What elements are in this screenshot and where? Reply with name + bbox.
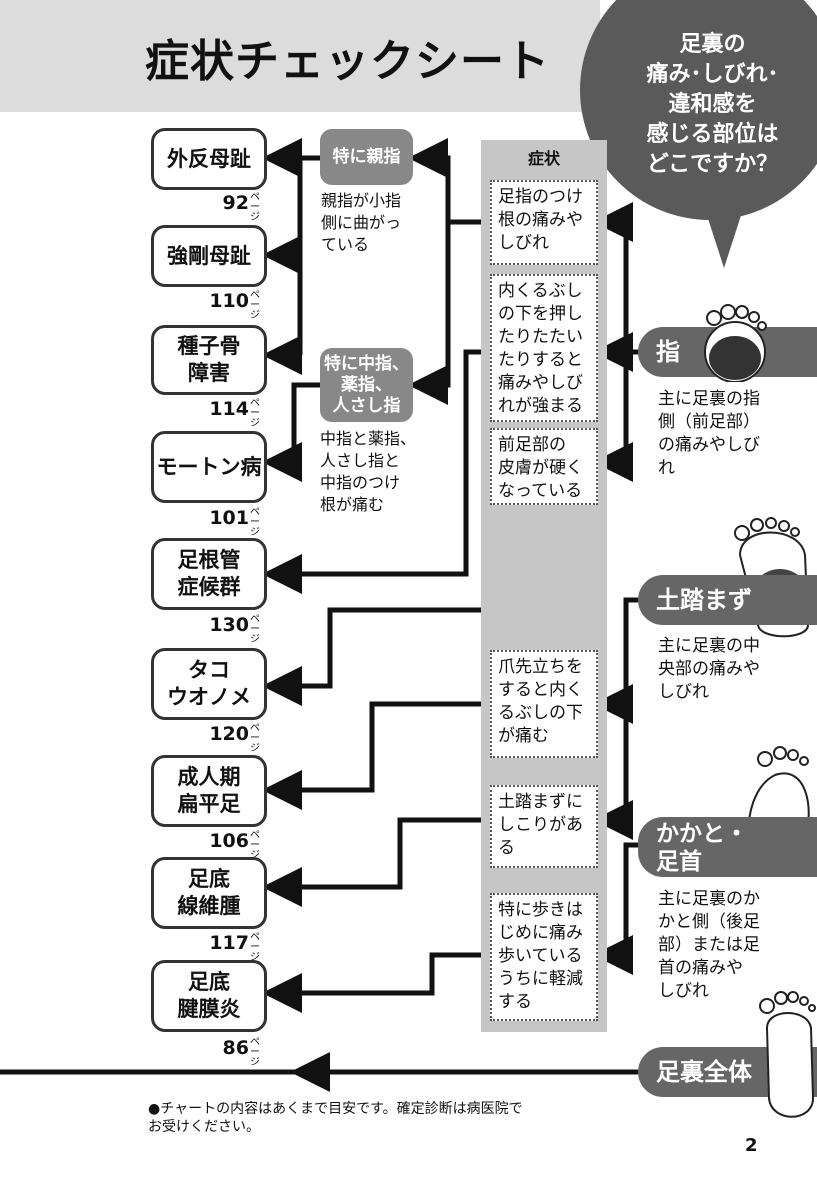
note-label: 特に親指 (320, 129, 413, 185)
footnote: ●チャートの内容はあくまで目安です。確定診断は病医院で お受けください。 (148, 1101, 523, 1135)
diagnosis-box: タコ ウオノメ (151, 648, 267, 720)
page-ref: 114ペー ジ (209, 398, 260, 429)
diagnosis-box: モートン病 (151, 431, 267, 503)
note-label: 特に中指、 薬指、 人さし指 (320, 348, 413, 422)
page-title: 症状チェックシート (145, 36, 550, 87)
region-tab-heel: かかと・ 足首 (638, 817, 817, 877)
foot-toes-icon (704, 304, 767, 382)
diagnosis-box: 強剛母趾 (151, 225, 267, 287)
diagnosis-box: 種子骨 障害 (151, 325, 267, 395)
diagnosis-box: 足根管 症候群 (151, 538, 267, 610)
foot-whole-icon (759, 991, 816, 1118)
symptom-box: 前足部の 皮膚が硬く なっている (490, 428, 598, 505)
header-band (0, 0, 600, 112)
page-ref: 101ペー ジ (209, 507, 260, 538)
page-ref: 86ペー ジ (222, 1037, 260, 1068)
page-ref: 130ペー ジ (209, 614, 260, 645)
region-desc: 主に足裏の指 側（前足部） の痛みやしび れ (658, 389, 760, 478)
question-text: 足裏の 痛み･しびれ･ 違和感を 感じる部位は どこですか？ (646, 32, 779, 177)
diagnosis-box: 足底 腱膜炎 (151, 960, 267, 1032)
diagnosis-box: 成人期 扁平足 (151, 755, 267, 827)
question-bubble (580, 0, 817, 220)
symptom-box: 爪先立ちを すると内く るぶしの下 が痛む (490, 650, 598, 758)
symptom-box: 内くるぶし の下を押し たりたたい たりすると 痛みやしび れが強まる (490, 274, 598, 422)
page-ref: 110ペー ジ (209, 290, 260, 321)
question-bubble-tail (702, 200, 746, 268)
region-tab-arch: 土踏まず (638, 575, 817, 625)
note-text: 中指と薬指、 人さし指と 中指のつけ 根が痛む (320, 429, 417, 514)
region-desc: 主に足裏の中 央部の痛みや しびれ (658, 636, 760, 702)
page-ref: 117ペー ジ (209, 932, 260, 963)
symptom-box: 足指のつけ 根の痛みや しびれ (490, 180, 598, 265)
page-number: 2 (745, 1135, 758, 1156)
page-ref: 120ペー ジ (209, 723, 260, 754)
symptom-box: 特に歩きは じめに痛み 歩いている うちに軽減 する (490, 893, 598, 1021)
diagnosis-box: 足底 線維腫 (151, 857, 267, 929)
diagnosis-box: 外反母趾 (151, 128, 267, 190)
note-text: 親指が小指 側に曲がっ ている (321, 191, 402, 254)
symptom-header: 症状 (527, 149, 560, 168)
symptom-box: 土踏まずに しこりがあ る (490, 785, 598, 868)
region-desc: 主に足裏のか かと側（後足 部）または足 首の痛みや しびれ (658, 889, 760, 1001)
page-ref: 92ペー ジ (222, 192, 260, 223)
page-ref: 106ペー ジ (209, 830, 260, 861)
